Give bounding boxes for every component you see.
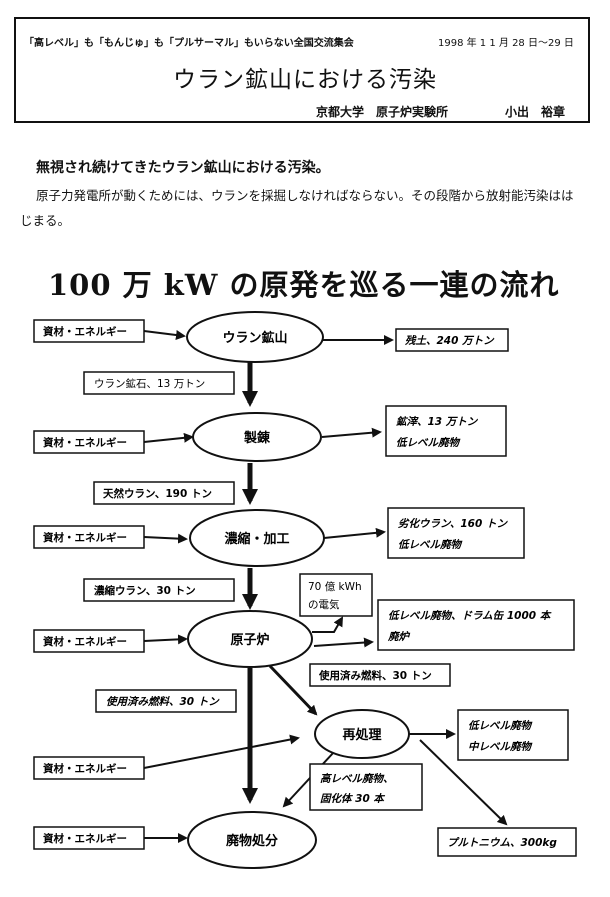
arrow-input-enrich [143,533,188,544]
flow-box-hlw [309,763,423,811]
arrow-reprocess-to-disposal [282,751,335,808]
node-mine: ウラン鉱山 [222,330,287,346]
input-reactor: 資材・エネルギー [43,635,127,648]
flow-spent-fuel-disposal: 使用済み燃料、30 トン [106,695,220,708]
input-box-reprocess [33,756,145,780]
output-box-reprocess [457,709,569,761]
output-reprocess-line2: 中レベル廃物 [468,740,533,753]
flow-box-enriched-uranium [83,578,235,602]
input-arrows [143,330,300,843]
output-reactor-line1: 低レベル廃物、ドラム缶 1000 本 [388,609,552,622]
node-refine: 製錬 [243,430,271,446]
output-arrows [268,335,508,826]
flow-spent-fuel-reprocess: 使用済み燃料、30 トン [318,669,432,682]
input-boxes: 資材・エネルギー 資材・エネルギー 資材・エネルギー 資材・エネルギー 資材・エ… [33,319,145,850]
intro-paragraph: 原子力発電所が動くためには、ウランを採掘しなければならない。その段階から放射能汚… [20,188,574,228]
node-enrich-shape [189,509,325,567]
flow-box-spent-fuel-disposal [95,689,237,713]
arrow-refine-output [321,427,382,438]
output-enrich-line2: 低レベル廃物 [398,538,463,551]
header-box [14,17,590,123]
output-box-electricity [299,573,373,617]
process-nodes: ウラン鉱山 製錬 濃縮・加工 原子炉 再処理 廃物処分 [186,311,410,869]
node-disposal: 廃物処分 [225,833,278,849]
arrow-input-reprocess [143,734,300,769]
input-mine: 資材・エネルギー [43,325,127,338]
arrow-reactor-electricity [312,616,343,633]
input-box-mine [33,319,145,343]
intro-lead: 無視され続けてきたウラン鉱山における汚染。 [36,160,330,176]
arrow-reactor-output [313,637,374,648]
flow-ore: ウラン鉱石、13 万トン [94,377,205,390]
flow-hlw-line1: 高レベル廃物、 [320,772,394,785]
author-name: 小出 裕章 [505,105,566,119]
input-box-reactor [33,629,145,653]
node-reprocess-shape [314,709,410,759]
arrow-enrich-output [323,527,386,539]
output-box-enrich [387,507,525,559]
output-enrich-line1: 劣化ウラン、160 トン [398,517,508,530]
input-box-disposal [33,826,145,850]
author-affiliation: 京都大学 原子炉実験所 [316,105,449,119]
arrow-input-mine [143,330,186,340]
arrow-reprocess-plutonium [419,739,508,826]
arrow-input-refine [143,432,194,443]
node-refine-shape [192,412,322,462]
input-refine: 資材・エネルギー [43,436,127,449]
output-refine-line1: 鉱滓、13 万トン [396,415,479,428]
flow-box-natural-uranium [93,481,235,505]
arrow-input-reactor [143,634,188,645]
output-boxes: 残土、240 万トン 鉱滓、13 万トン 低レベル廃物 劣化ウラン、160 トン… [299,328,577,857]
node-enrich: 濃縮・加工 [224,531,289,547]
flow-enriched-uranium: 濃縮ウラン、30 トン [94,584,196,597]
output-box-refine [385,405,507,457]
flow-hlw-line2: 固化体 30 本 [320,792,385,805]
diagram-title: 100 万 kW の原発を巡る一連の流れ [48,268,560,302]
node-reactor: 原子炉 [230,632,269,648]
output-box-mine [395,328,509,352]
output-reprocess-line1: 低レベル廃物 [468,719,533,732]
input-enrich: 資材・エネルギー [43,531,127,544]
input-box-enrich [33,525,145,549]
flow-box-spent-fuel-reprocess [309,663,451,687]
output-refine-line2: 低レベル廃物 [396,436,461,449]
node-disposal-shape [187,811,317,869]
meeting-date: 1998 年 1 1 月 28 日〜29 日 [438,38,574,49]
input-reprocess: 資材・エネルギー [43,762,127,775]
node-reactor-shape [187,610,313,668]
output-plutonium: プルトニウム、300kg [447,837,557,849]
node-mine-shape [186,311,324,363]
flow-boxes: ウラン鉱石、13 万トン 天然ウラン、190 トン 濃縮ウラン、30 トン 使用… [83,371,451,811]
output-mine: 残土、240 万トン [404,334,495,347]
output-box-plutonium [437,827,577,857]
flow-box-ore [83,371,235,395]
input-disposal: 資材・エネルギー [43,832,127,845]
input-box-refine [33,430,145,454]
output-box-reactor [377,599,575,651]
output-reactor-line2: 廃炉 [387,630,410,643]
output-electricity-line1: 70 億 kWh [308,580,362,593]
arrow-reactor-to-reprocess [268,664,318,716]
document-title: ウラン鉱山における汚染 [173,67,437,93]
node-reprocess: 再処理 [342,727,381,743]
meeting-name: 「高レベル」も「もんじゅ」も「プルサーマル」もいらない全国交流集会 [24,38,354,49]
flow-natural-uranium: 天然ウラン、190 トン [103,487,212,500]
output-electricity-line2: の電気 [308,598,340,611]
